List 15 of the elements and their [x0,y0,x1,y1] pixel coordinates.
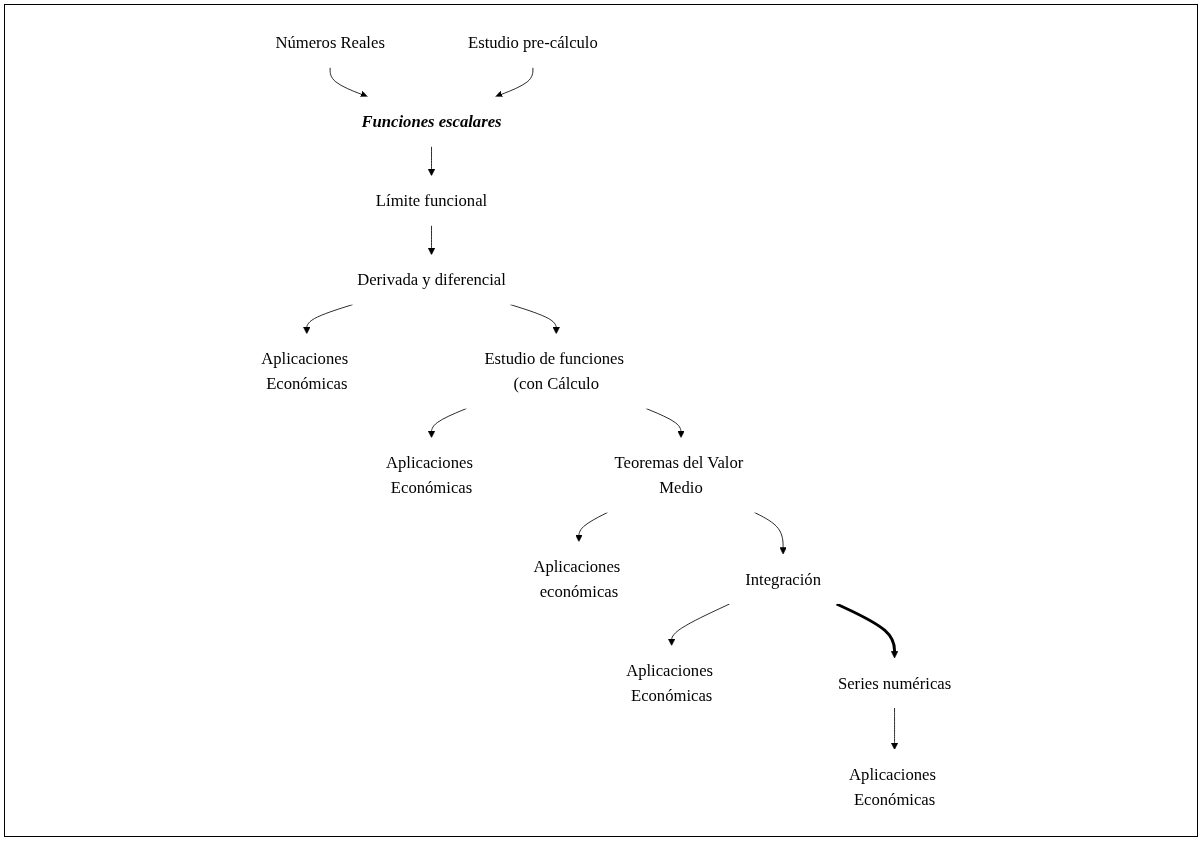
node-text: Aplicaciones Económicas [261,348,349,393]
node-text: Funciones escalares [361,111,502,131]
node-text: Estudio pre-cálculo [468,32,599,52]
node-text: Teoremas del Valor Medio [614,452,744,497]
node-text: Aplicaciones Económicas [626,660,714,705]
node-text: Estudio de funciones (con Cálculo [484,348,625,393]
node-text: Integración [745,569,822,588]
arrow [836,602,899,658]
node-text: Aplicaciones económicas [533,556,621,601]
node-text: Derivada y diferencial [357,269,507,289]
node-text: Series numéricas [838,673,952,692]
node-text: Números Reales [275,32,386,52]
node-text: Límite funcional [376,190,488,210]
node-text: Aplicaciones Económicas [849,764,937,809]
node-text: Aplicaciones Económicas [386,452,474,497]
